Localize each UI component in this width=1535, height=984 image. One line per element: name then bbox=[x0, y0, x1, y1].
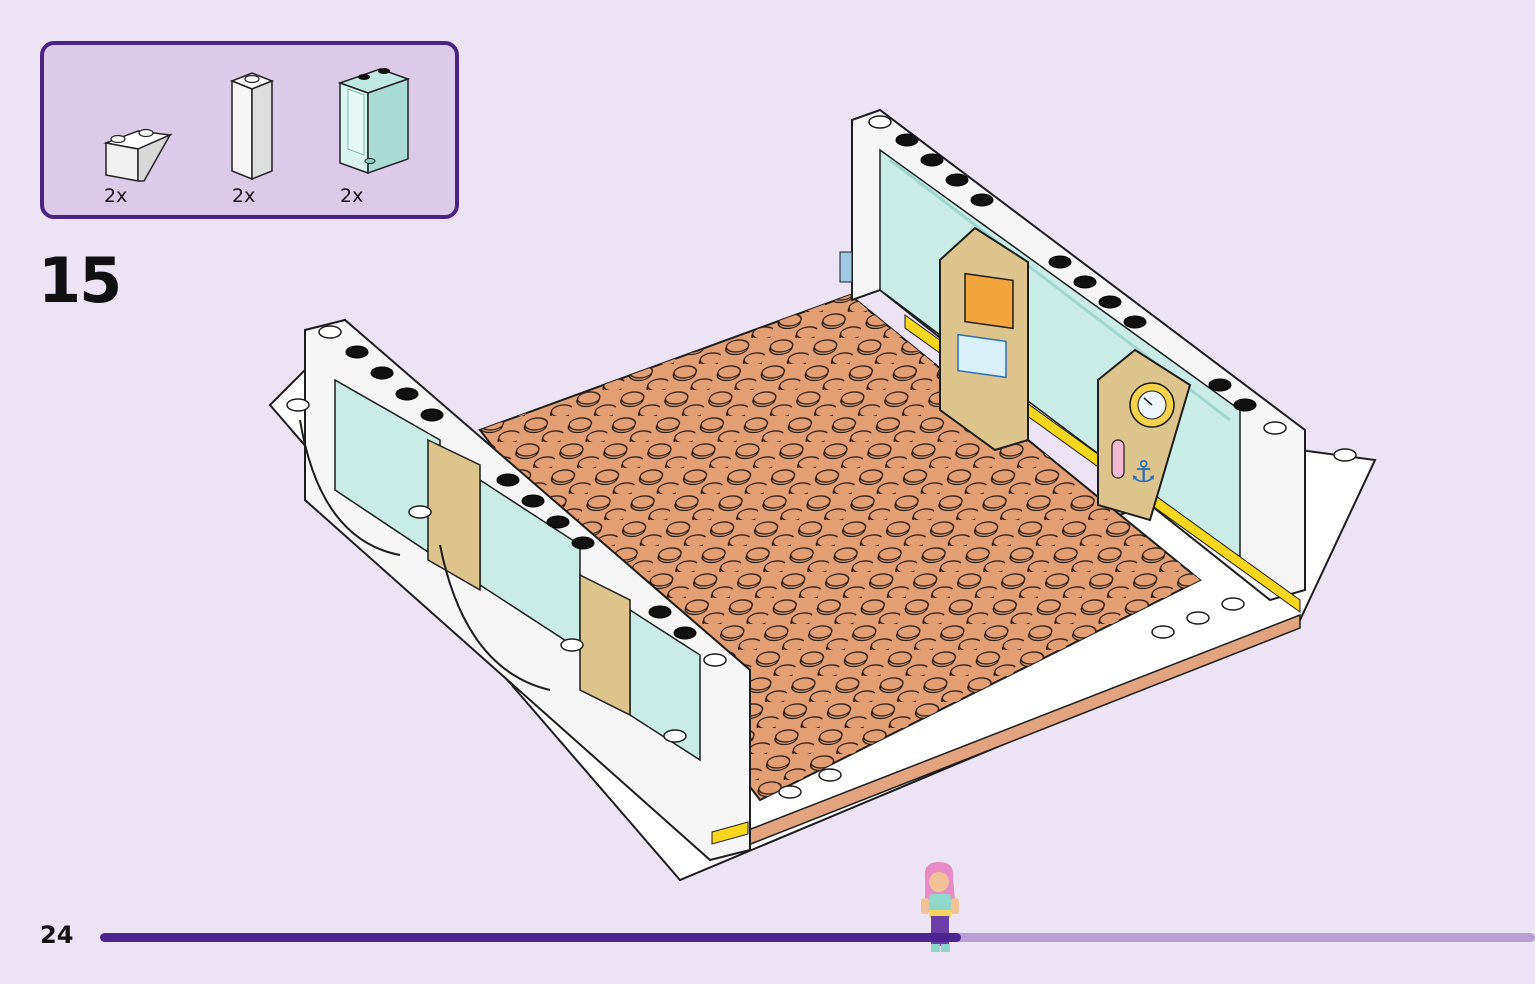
floor-studs bbox=[480, 295, 1200, 800]
parts-callout: 2x 2x 2x bbox=[40, 41, 459, 219]
slope-brick-icon bbox=[103, 128, 173, 182]
back-wall-studs bbox=[895, 133, 1257, 412]
qty-tall-brick: 2x bbox=[232, 185, 256, 207]
anchor-sticker: ⚓ bbox=[1130, 455, 1157, 490]
hull-arch-1 bbox=[299, 419, 401, 556]
qty-slope-brick: 2x bbox=[104, 185, 128, 207]
progress-bar bbox=[100, 933, 1535, 942]
white-studs bbox=[286, 115, 1357, 799]
boat-build-illustration: ⚓ bbox=[268, 108, 1377, 882]
left-wall-studs bbox=[345, 345, 697, 640]
sunset-picture-sticker bbox=[964, 272, 1014, 330]
step-number: 15 bbox=[38, 244, 122, 317]
qty-window-panel: 2x bbox=[340, 185, 364, 207]
tall-brick-icon bbox=[229, 72, 275, 181]
tan-post-2 bbox=[579, 573, 631, 717]
blue-stripe bbox=[839, 251, 853, 283]
snowflake-sticker bbox=[957, 333, 1007, 379]
page-number: 24 bbox=[40, 921, 74, 949]
progress-bar-fill bbox=[100, 933, 961, 942]
yellow-trim-front bbox=[711, 821, 749, 845]
thermometer-sticker bbox=[1111, 439, 1125, 479]
hull-arch-2 bbox=[439, 544, 551, 691]
window-panel-icon bbox=[337, 68, 411, 175]
